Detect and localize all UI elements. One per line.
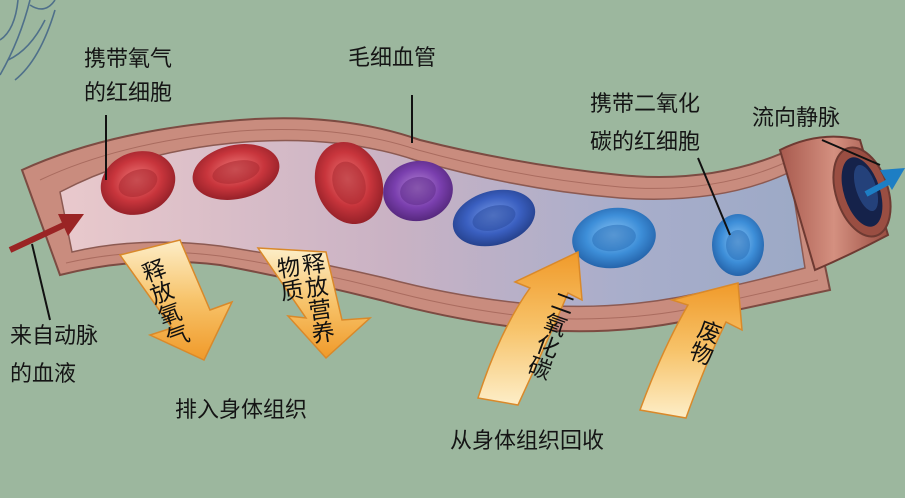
capillary-label: 毛细血管 [348, 46, 437, 71]
co2-rbc-label-line1: 携带二氧化 [590, 92, 701, 117]
co2-rbc-1 [452, 189, 536, 247]
co2-rbc-3 [712, 214, 764, 276]
vessel-opening [778, 135, 892, 272]
artery-inflow-arrow [8, 214, 84, 253]
vein-outflow-arrow [864, 168, 905, 197]
oxygen-rbc-label-line1: 携带氧气 [84, 47, 173, 72]
release-oxygen-arrow [118, 239, 234, 361]
recover-from-tissue-label: 从身体组织回收 [450, 429, 605, 454]
transition-rbc [383, 160, 453, 222]
oxygen-rbc-2 [192, 144, 280, 200]
co2-recovery-arrow [477, 250, 583, 406]
release-nutrients-arrow [256, 247, 373, 360]
discharge-to-tissue-label: 排入身体组织 [175, 398, 308, 423]
oxygen-rbc-1 [100, 151, 176, 215]
corner-vein-decoration [0, 0, 56, 81]
oxygen-rbc-label-line2: 的红细胞 [84, 81, 173, 106]
leader-lines [31, 95, 881, 321]
from-artery-label-line1: 来自动脉 [10, 324, 99, 349]
to-vein-label: 流向静脉 [752, 106, 841, 131]
oxygen-rbc-3 [314, 141, 384, 225]
co2-rbc-2 [572, 207, 656, 269]
red-blood-cells [100, 141, 764, 276]
waste-recovery-arrow [638, 282, 743, 419]
co2-rbc-label-line2: 碳的红细胞 [590, 130, 701, 155]
from-artery-label-line2: 的血液 [10, 362, 77, 387]
